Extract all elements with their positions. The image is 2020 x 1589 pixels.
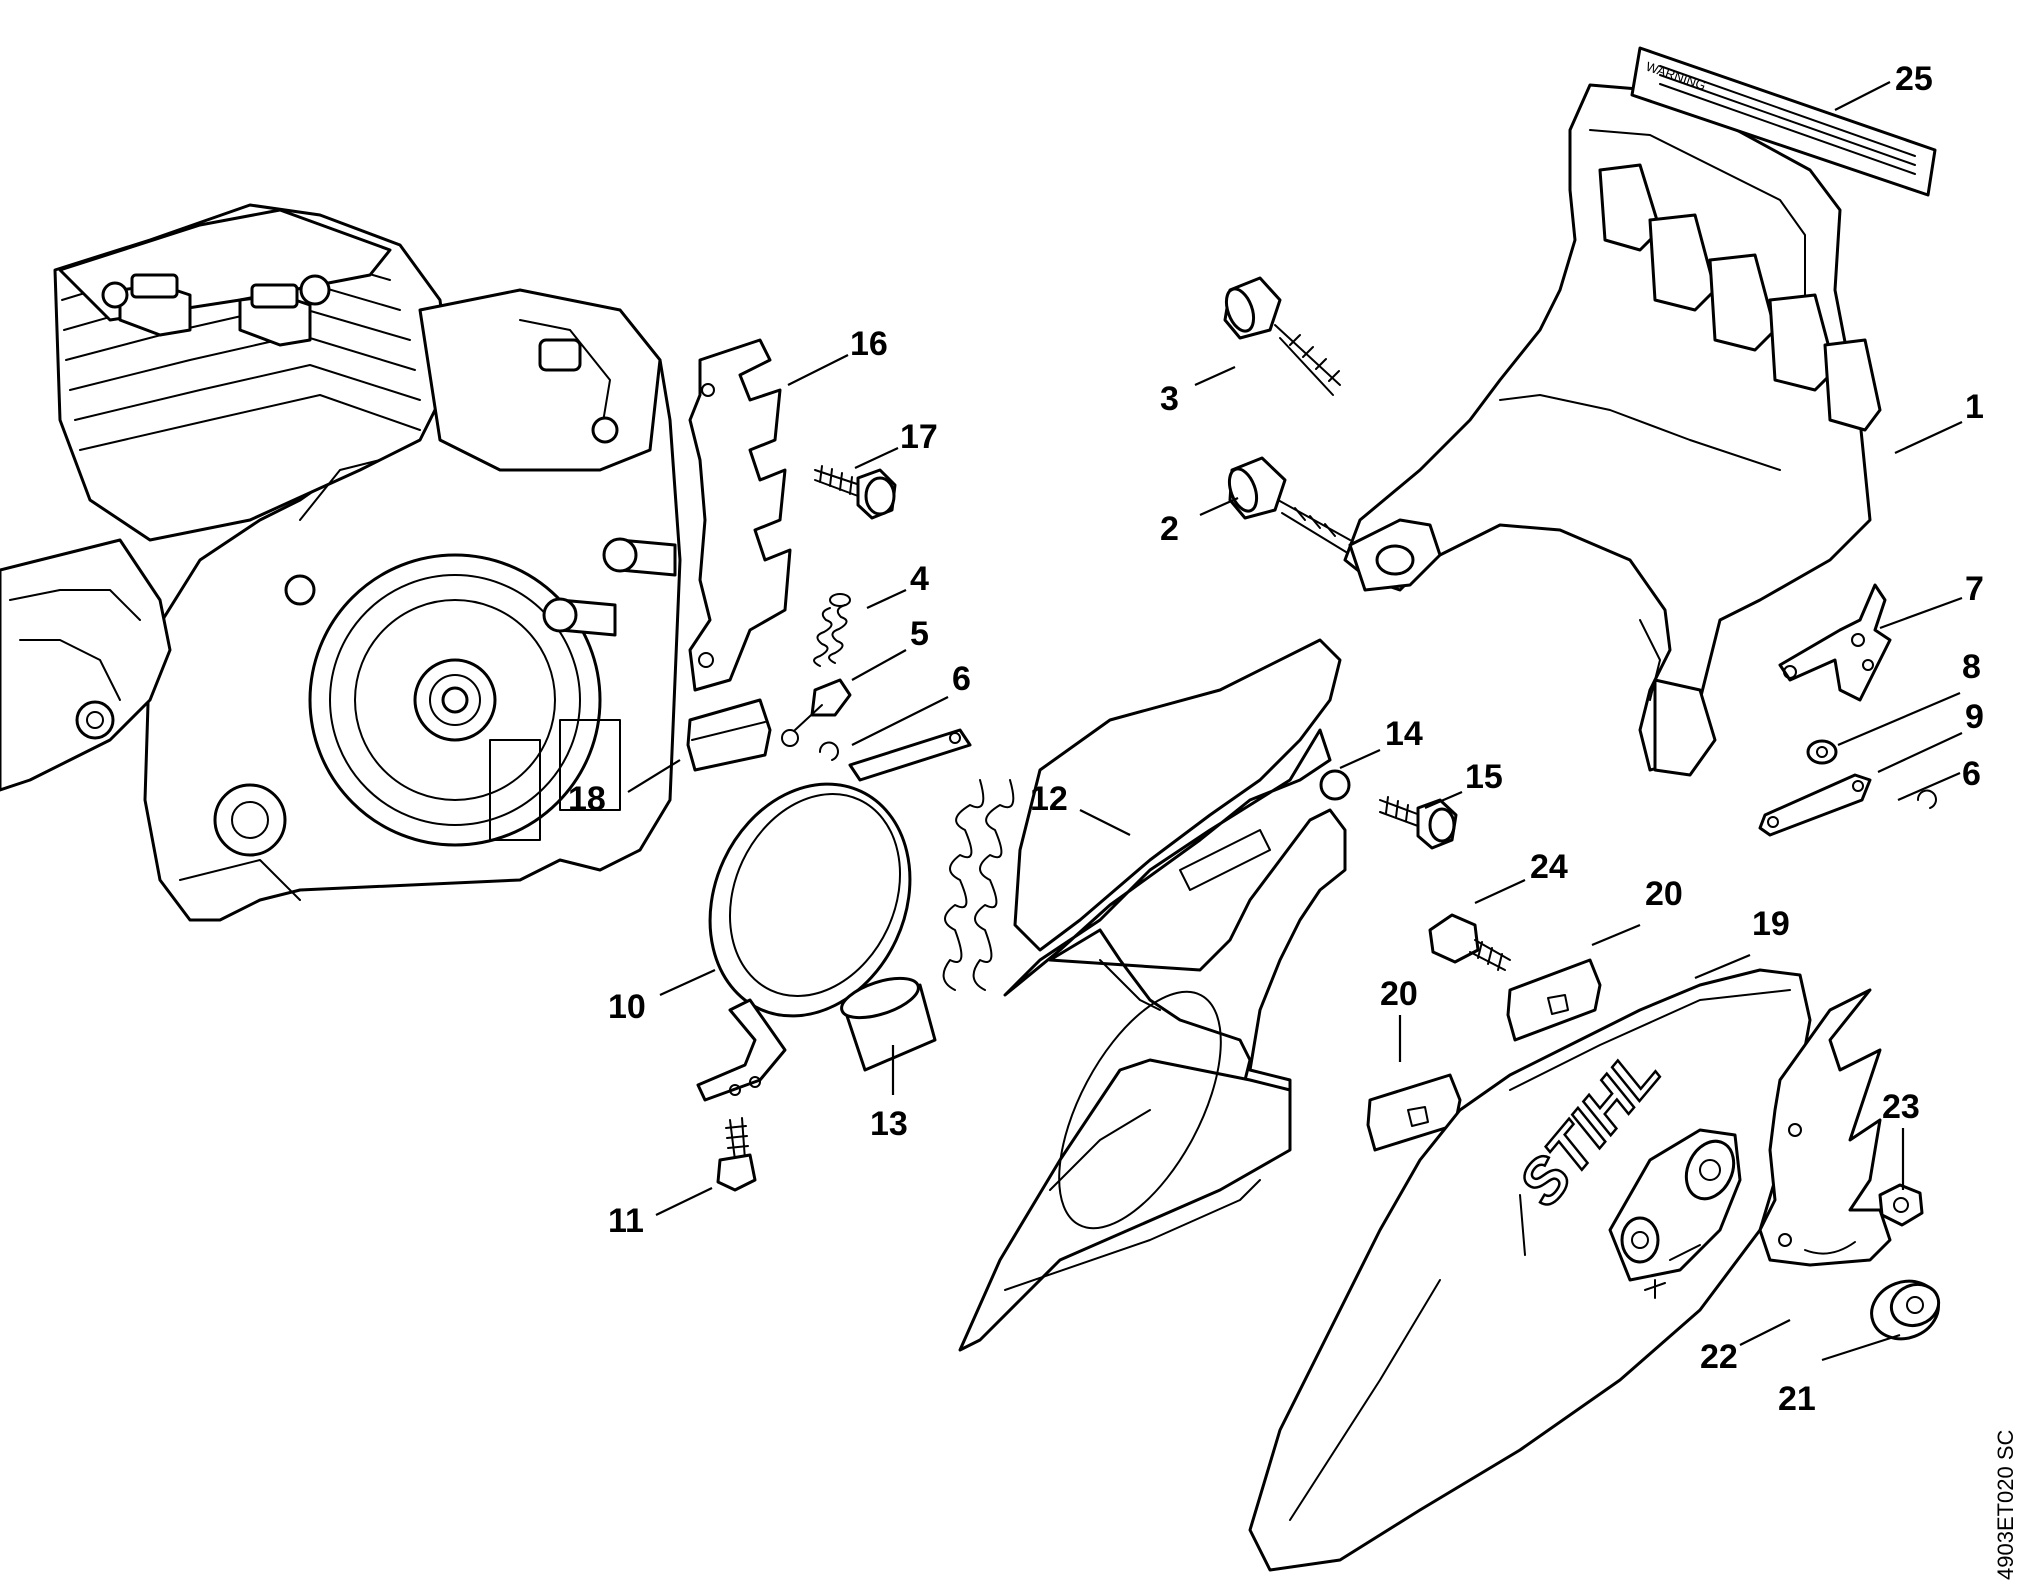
- callout-15: 15: [1465, 758, 1503, 796]
- bumper-spike-22: [1758, 988, 1892, 1267]
- callout-6-right: 6: [1962, 755, 1981, 793]
- callout-22: 22: [1700, 1338, 1738, 1376]
- callout-19: 19: [1752, 905, 1790, 943]
- nut-23: [1878, 1183, 1924, 1227]
- callout-7: 7: [1965, 570, 1984, 608]
- callout-24: 24: [1530, 848, 1568, 886]
- chain-brake-hand-guard: [1343, 83, 1882, 777]
- callout-9: 9: [1965, 698, 1984, 736]
- callout-12: 12: [1030, 780, 1068, 818]
- callout-18: 18: [568, 780, 606, 818]
- e-ring-6-right: [1916, 789, 1937, 809]
- screw-17: [814, 465, 897, 520]
- callout-10: 10: [608, 988, 646, 1026]
- callout-1: 1: [1965, 388, 1984, 426]
- callout-8: 8: [1962, 648, 1981, 686]
- callout-20-lower: 20: [1380, 975, 1418, 1013]
- callout-21: 21: [1778, 1380, 1816, 1418]
- lever-7: [1778, 583, 1892, 702]
- collar-nut-21: [1870, 1279, 1941, 1341]
- bushing-screw-2: [1227, 456, 1351, 553]
- clip-5: [781, 678, 852, 747]
- engine-assembly: [0, 203, 682, 922]
- callout-5: 5: [910, 615, 929, 653]
- warning-decal: WARNING: [1630, 46, 1937, 197]
- callout-6-left: 6: [952, 660, 971, 698]
- brake-band-10: [696, 728, 972, 1102]
- spring-4: [813, 593, 851, 667]
- callout-4: 4: [910, 560, 929, 598]
- callout-16: 16: [850, 325, 888, 363]
- e-ring-6-left: [818, 741, 839, 761]
- figure-code: 4903ET020 SC: [1993, 1429, 2018, 1580]
- callout-17: 17: [900, 418, 938, 456]
- callout-20-upper: 20: [1645, 875, 1683, 913]
- slider-20-upper: [1506, 958, 1602, 1042]
- callout-25: 25: [1895, 60, 1933, 98]
- callout-23: 23: [1882, 1088, 1920, 1126]
- callout-11: 11: [608, 1202, 644, 1240]
- callout-13: 13: [870, 1105, 908, 1143]
- bolt-24: [1428, 913, 1511, 971]
- callout-14: 14: [1385, 715, 1423, 753]
- callout-3: 3: [1160, 380, 1179, 418]
- bushing-screw-3: [1223, 276, 1341, 396]
- screw-15: [1379, 796, 1458, 850]
- leader-lines: [627, 81, 1963, 1362]
- screw-11: [716, 1117, 757, 1192]
- washer-8: [1806, 739, 1838, 765]
- brake-lever-assembly-14: [958, 638, 1351, 1352]
- callout-labels: 1 2 3 4 5 6 6 7 8 9 10 11 12 13 14 15 16…: [568, 60, 1984, 1418]
- block-18: [686, 698, 772, 772]
- bumper-spike-16: [688, 338, 792, 692]
- callout-2: 2: [1160, 510, 1179, 548]
- link-9: [1758, 773, 1872, 837]
- sprocket-cover-19: STIHL: [1248, 968, 1826, 1572]
- sleeve-13: [840, 976, 937, 1072]
